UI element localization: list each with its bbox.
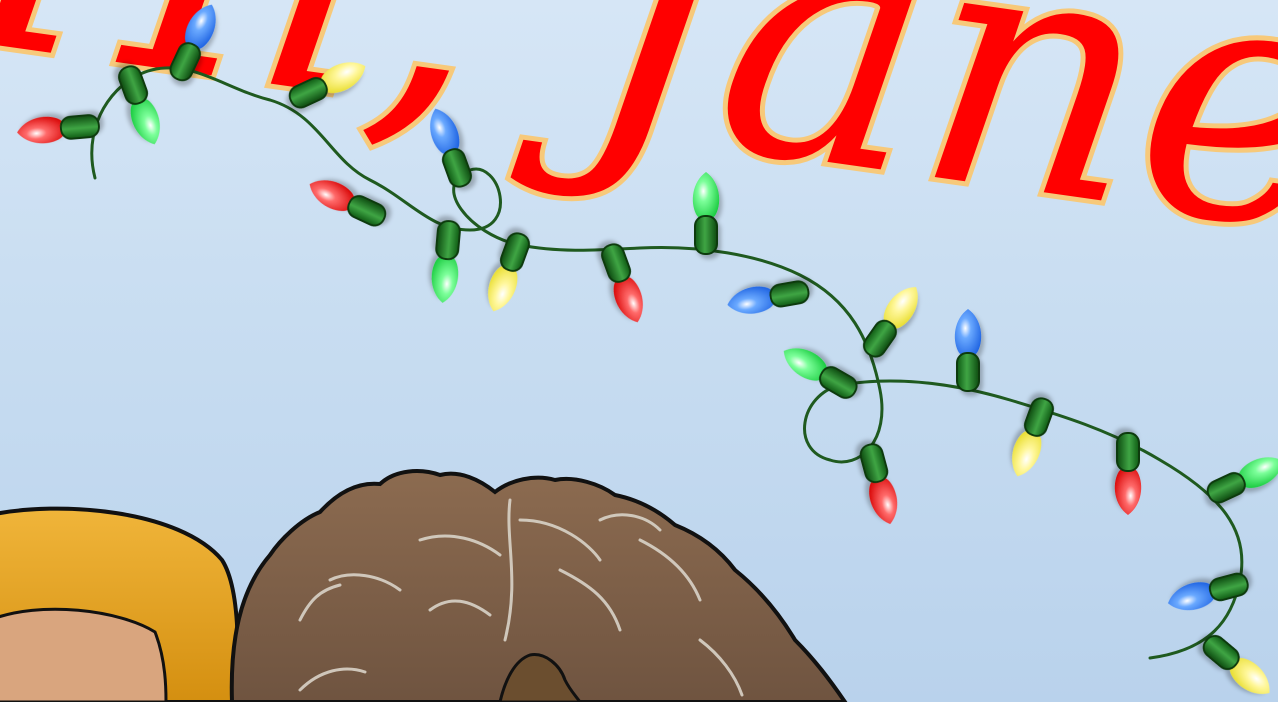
- light-bulb-red: [601, 243, 643, 323]
- light-bulb-blue: [430, 108, 472, 188]
- light-bulb-blue: [954, 309, 982, 392]
- bulb-socket: [499, 232, 530, 272]
- curl-shadow: [498, 653, 582, 702]
- light-bulb-green: [783, 348, 858, 399]
- bulb-socket: [1206, 472, 1246, 504]
- light-bulb-green: [692, 172, 720, 255]
- bulb-socket: [435, 220, 461, 261]
- light-bulb-yellow: [862, 287, 918, 358]
- bulb-glass: [431, 255, 459, 303]
- bulb-socket: [347, 195, 387, 227]
- bulb-socket: [1116, 432, 1140, 472]
- light-bulb-yellow: [1012, 397, 1054, 477]
- bulb-socket: [862, 319, 897, 358]
- bulb-socket: [694, 215, 718, 255]
- bulb-glass: [320, 62, 366, 93]
- hair-strands: [298, 498, 744, 697]
- light-bulb-red: [17, 114, 100, 144]
- light-bulb-green: [118, 65, 160, 145]
- blonde-character: [0, 506, 240, 702]
- light-bulb-blue: [727, 280, 810, 314]
- bulb-socket: [1208, 572, 1249, 602]
- bulb-glass: [883, 287, 918, 329]
- bulb-socket: [769, 280, 810, 308]
- bulb-socket: [288, 77, 328, 109]
- light-bulb-yellow: [288, 62, 366, 109]
- bulb-socket: [169, 42, 201, 82]
- light-bulb-red: [859, 443, 898, 525]
- bulb-socket: [59, 114, 100, 140]
- bulb-glass: [1238, 457, 1278, 488]
- bulb-glass: [727, 286, 775, 314]
- blonde-face: [0, 607, 168, 702]
- bulb-glass: [692, 172, 720, 220]
- light-bulb-blue: [169, 4, 216, 82]
- bulb-glass: [783, 348, 827, 381]
- bulb-glass: [130, 98, 160, 145]
- bulb-socket: [1023, 397, 1054, 437]
- bulb-glass: [1114, 467, 1142, 515]
- bulb-glass: [309, 180, 355, 211]
- bulb-glass: [185, 4, 216, 50]
- bulb-glass: [430, 108, 460, 155]
- light-bulb-yellow: [1202, 634, 1270, 694]
- lights-group: [17, 4, 1278, 694]
- bulb-socket: [118, 65, 149, 105]
- bulb-socket: [819, 366, 858, 399]
- light-bulb-red: [1114, 432, 1142, 515]
- bulb-socket: [859, 443, 889, 484]
- bulb-socket: [1202, 634, 1240, 671]
- bulb-glass: [869, 477, 898, 525]
- curly-hair-character: [229, 469, 848, 702]
- curly-brown-hair: [229, 469, 848, 702]
- light-bulb-green: [1206, 457, 1278, 504]
- bulb-glass: [954, 309, 982, 357]
- bulb-socket: [441, 148, 472, 188]
- bulb-glass: [1167, 582, 1215, 611]
- bulb-socket: [956, 352, 980, 392]
- bulb-glass: [1230, 658, 1270, 694]
- bulb-glass: [613, 276, 643, 323]
- bulb-glass: [17, 116, 65, 144]
- light-bulb-yellow: [488, 232, 530, 312]
- bulb-glass: [488, 265, 518, 312]
- light-bulb-red: [309, 180, 387, 227]
- light-string: [90, 66, 1244, 660]
- bulb-glass: [1012, 430, 1042, 477]
- light-wire: [90, 66, 1244, 660]
- bulb-socket: [601, 243, 632, 283]
- light-bulb-blue: [1167, 572, 1249, 611]
- light-bulb-green: [431, 220, 461, 303]
